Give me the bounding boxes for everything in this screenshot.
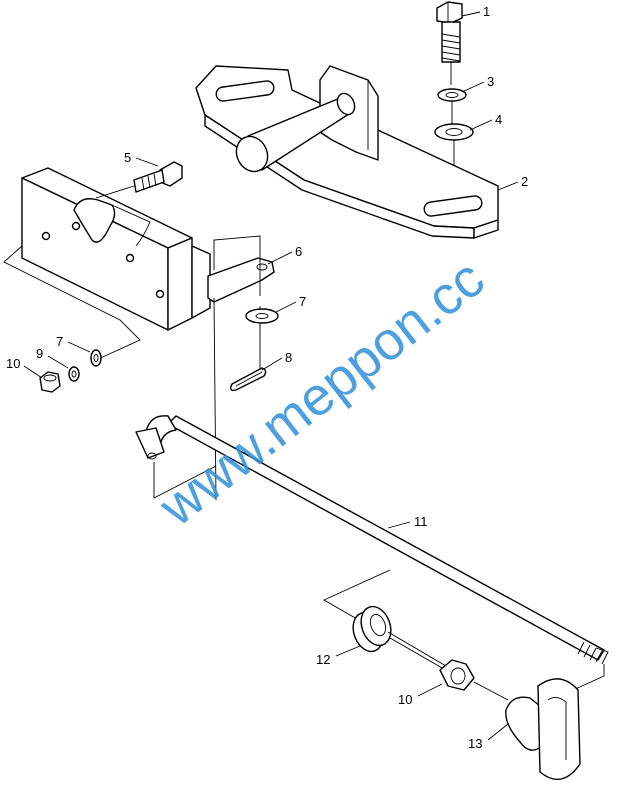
nut-part-10-lower — [439, 659, 509, 701]
callout-7-left: 7 — [56, 334, 63, 349]
callout-3: 3 — [487, 74, 494, 89]
callout-12: 12 — [316, 652, 330, 667]
nut-part-10-left — [39, 371, 61, 393]
callout-2: 2 — [521, 174, 528, 189]
lock-washer-part-9 — [68, 366, 80, 382]
callout-4: 4 — [495, 112, 502, 127]
callout-numbers: 1 2 3 4 5 6 7 8 7 9 10 11 12 10 13 — [6, 4, 528, 751]
washer-part-7-left — [90, 349, 102, 367]
mounting-plate-part-2 — [195, 65, 499, 239]
callout-6: 6 — [295, 244, 302, 259]
washer-part-7-right — [245, 308, 279, 372]
callout-13: 13 — [468, 736, 482, 751]
callout-7-right: 7 — [299, 294, 306, 309]
callout-1: 1 — [483, 4, 490, 19]
flat-washer-part-4 — [434, 123, 474, 195]
handle-knob-part-13 — [505, 678, 581, 781]
control-rod-part-11 — [135, 415, 609, 697]
cotter-pin-part-8 — [229, 367, 267, 392]
bolt-part-5 — [95, 161, 183, 199]
callout-5: 5 — [124, 150, 131, 165]
lock-washer-part-3 — [437, 88, 467, 125]
hex-bolt-part-1 — [436, 1, 463, 85]
callout-11: 11 — [414, 514, 428, 529]
seal-part-12 — [352, 605, 447, 667]
callout-10-lower: 10 — [398, 692, 412, 707]
callout-10-left: 10 — [6, 356, 20, 371]
callout-9: 9 — [36, 346, 43, 361]
callout-8: 8 — [285, 350, 292, 365]
leader-lines — [23, 11, 519, 741]
mounting-block — [3, 167, 211, 361]
